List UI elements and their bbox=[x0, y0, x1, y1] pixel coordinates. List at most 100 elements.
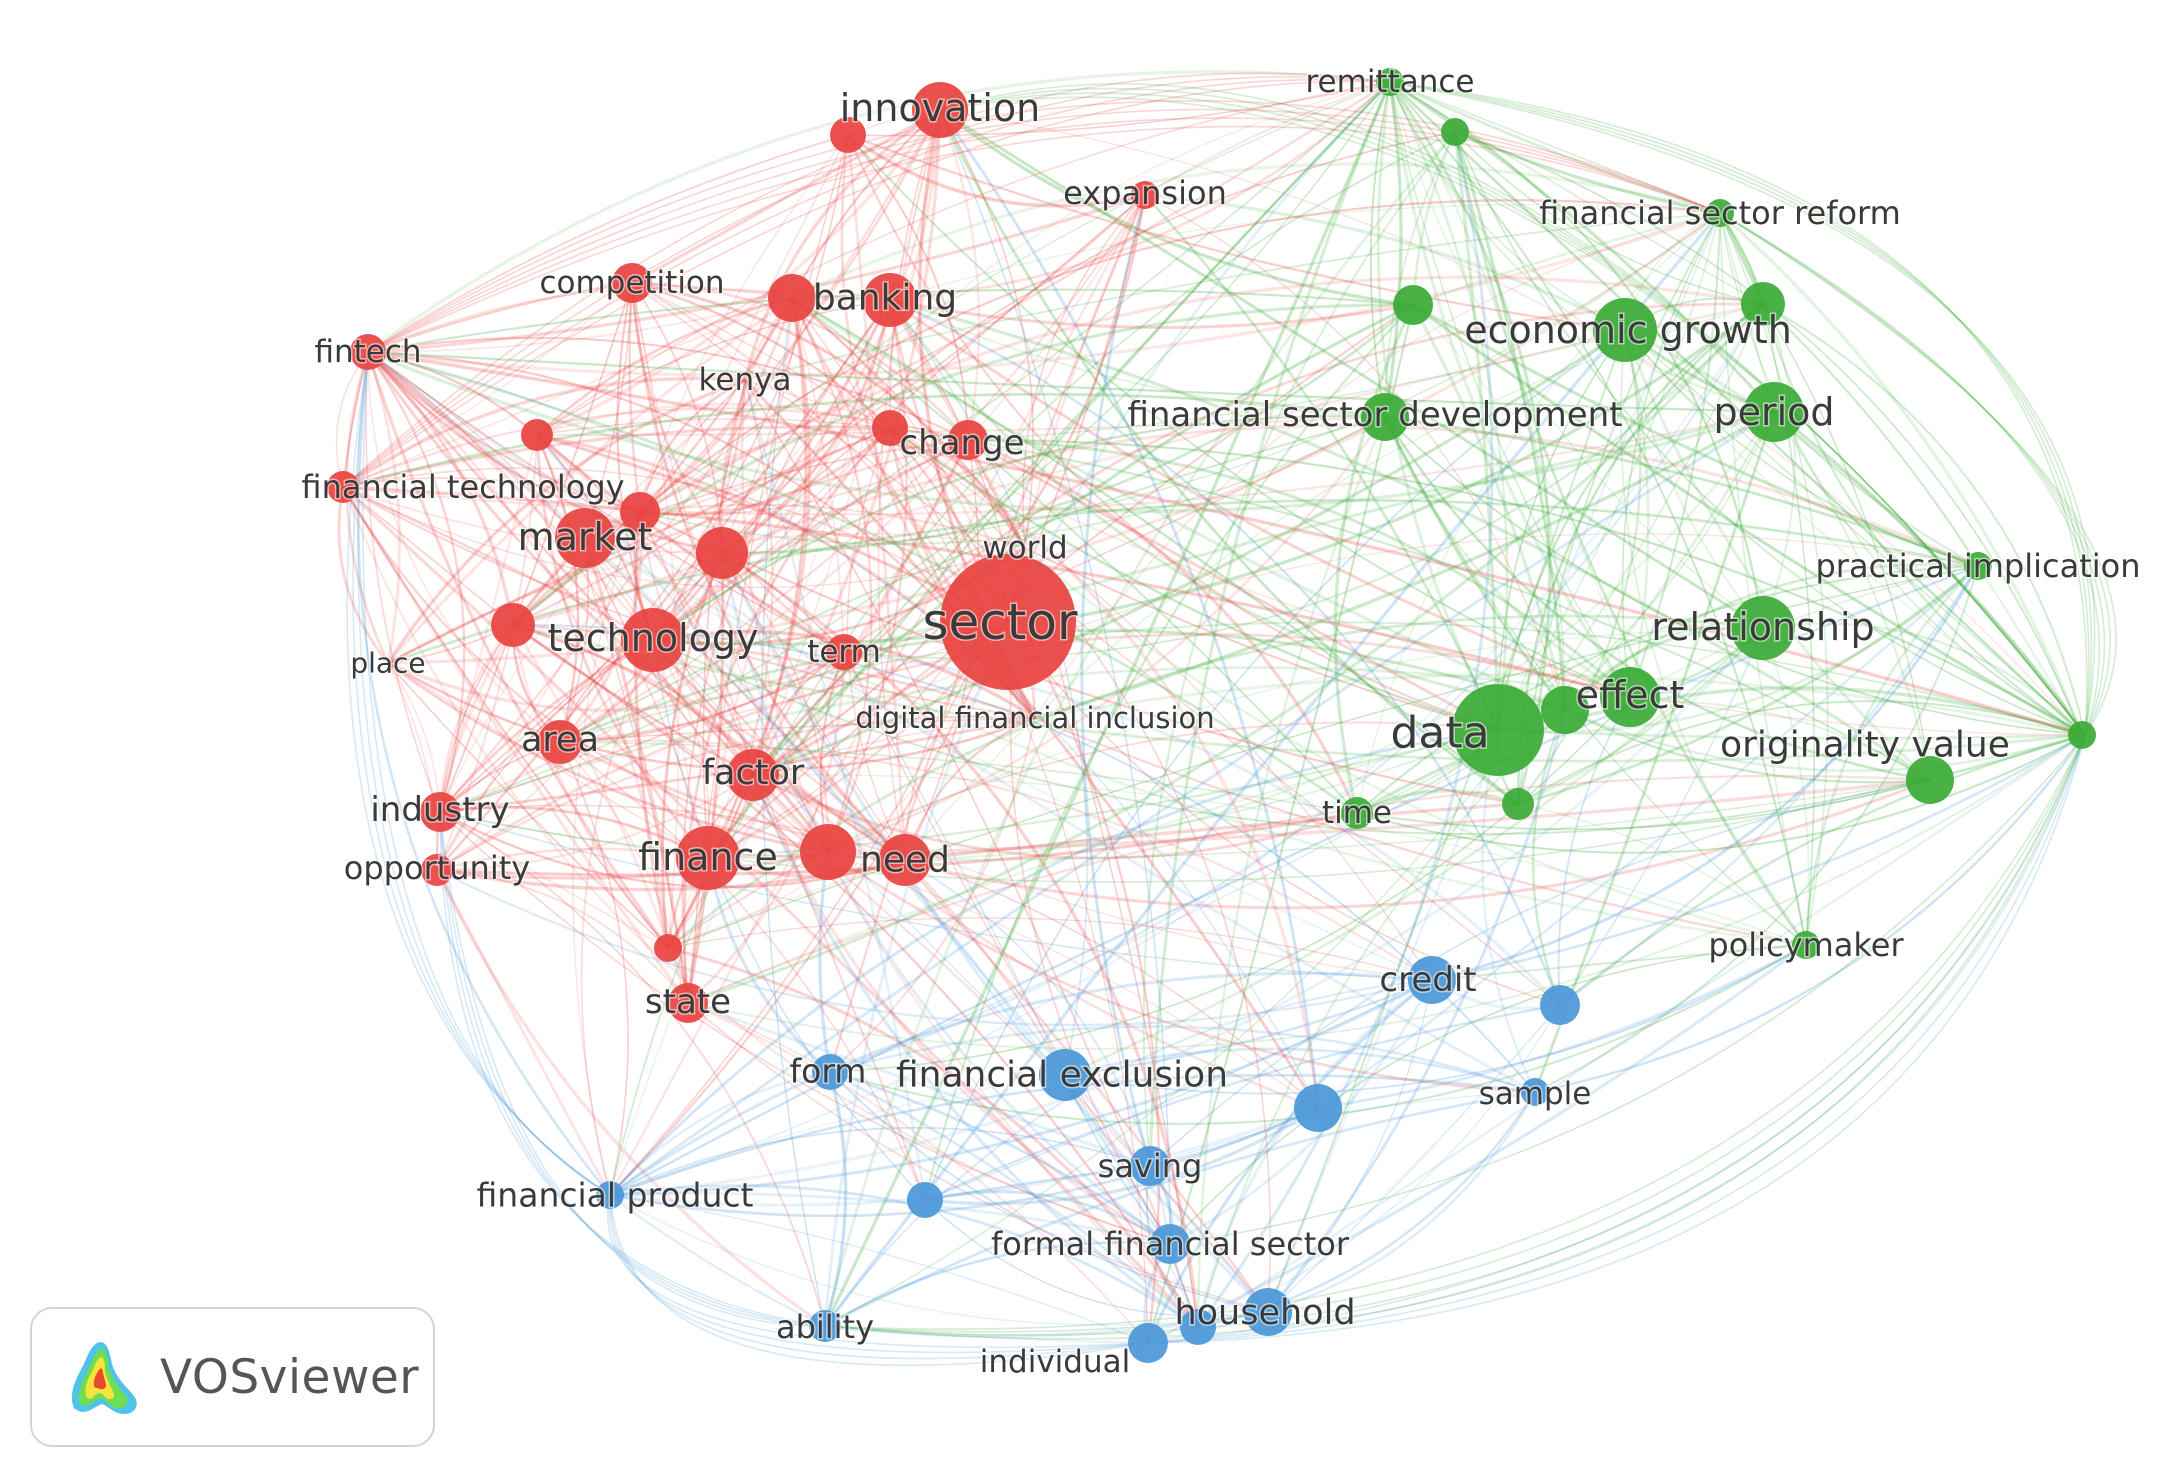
node-label-sector[interactable]: sector bbox=[921, 592, 1079, 653]
node-bubble-effect[interactable] bbox=[1600, 667, 1660, 727]
node-bubble-policymaker[interactable] bbox=[1792, 931, 1820, 959]
node-label-expansion[interactable]: expansion bbox=[1062, 173, 1229, 214]
node-label-innovation[interactable]: innovation bbox=[838, 85, 1042, 132]
node-label-ability[interactable]: ability bbox=[774, 1307, 875, 1348]
network-node-bubble[interactable] bbox=[1294, 1084, 1342, 1132]
node-label-area[interactable]: area bbox=[519, 719, 600, 762]
node-label-financial-product[interactable]: financial product bbox=[475, 1174, 755, 1216]
node-label-kenya[interactable]: kenya bbox=[697, 361, 793, 400]
node-label-need[interactable]: need bbox=[859, 838, 952, 882]
node-label-change[interactable]: change bbox=[898, 422, 1026, 465]
node-bubble-period[interactable] bbox=[1744, 382, 1804, 442]
node-bubble-financial-exclusion[interactable] bbox=[1039, 1049, 1091, 1101]
node-bubble-area[interactable] bbox=[538, 720, 582, 764]
node-label-place[interactable]: place bbox=[349, 645, 427, 681]
network-node-bubble[interactable] bbox=[696, 527, 748, 579]
node-bubble-ability[interactable] bbox=[809, 1310, 841, 1342]
node-label-formal-financial-sector[interactable]: formal financial sector bbox=[990, 1224, 1352, 1265]
network-node-bubble[interactable] bbox=[1541, 686, 1589, 734]
network-node-bubble[interactable] bbox=[800, 824, 856, 880]
network-node-bubble[interactable] bbox=[1540, 985, 1580, 1025]
node-label-world[interactable]: world bbox=[981, 529, 1069, 568]
node-bubble-fintech[interactable] bbox=[350, 334, 386, 370]
node-label-financial-sector-development[interactable]: financial sector development bbox=[1126, 394, 1624, 437]
node-bubble-formal-financial-sector[interactable] bbox=[1150, 1224, 1190, 1264]
node-bubble-banking[interactable] bbox=[863, 273, 917, 327]
node-label-digital-financial-inclusion[interactable]: digital financial inclusion bbox=[854, 700, 1216, 737]
node-label-originality-value[interactable]: originality value bbox=[1719, 723, 2012, 767]
network-node-bubble[interactable] bbox=[907, 1182, 943, 1218]
node-label-individual[interactable]: individual bbox=[978, 1343, 1131, 1382]
node-bubble-term[interactable] bbox=[826, 634, 862, 670]
node-bubble-market[interactable] bbox=[555, 508, 615, 568]
node-bubble-sector[interactable] bbox=[940, 554, 1076, 690]
node-label-remittance[interactable]: remittance bbox=[1304, 63, 1476, 102]
network-node-bubble[interactable] bbox=[1741, 282, 1785, 326]
node-bubble-financial-product[interactable] bbox=[596, 1181, 624, 1209]
node-label-saving[interactable]: saving bbox=[1096, 1146, 1204, 1187]
node-label-financial-sector-reform[interactable]: financial sector reform bbox=[1538, 193, 1903, 234]
node-bubble-financial-technology[interactable] bbox=[327, 471, 359, 503]
node-bubble-economic-growth[interactable] bbox=[1593, 298, 1657, 362]
node-bubble-financial-sector-reform[interactable] bbox=[1706, 199, 1734, 227]
node-bubble-practical-implication[interactable] bbox=[1964, 552, 1992, 580]
node-label-household[interactable]: household bbox=[1173, 1292, 1357, 1335]
node-bubble-saving[interactable] bbox=[1130, 1146, 1170, 1186]
node-bubble-form[interactable] bbox=[812, 1054, 848, 1090]
node-label-competition[interactable]: competition bbox=[538, 264, 726, 303]
node-bubble-change[interactable] bbox=[948, 420, 988, 460]
node-bubble-relationship[interactable] bbox=[1731, 596, 1795, 660]
node-bubble-sample[interactable] bbox=[1521, 1078, 1549, 1106]
network-node-bubble[interactable] bbox=[1393, 285, 1433, 325]
network-node-bubble[interactable] bbox=[768, 274, 816, 322]
node-label-economic-growth[interactable]: economic growth bbox=[1463, 307, 1794, 354]
node-bubble-originality-value[interactable] bbox=[1906, 756, 1954, 804]
node-bubble-household[interactable] bbox=[1244, 1288, 1292, 1336]
node-label-sample[interactable]: sample bbox=[1477, 1075, 1593, 1114]
node-label-factor[interactable]: factor bbox=[700, 752, 806, 795]
node-label-financial-technology[interactable]: financial technology bbox=[300, 467, 626, 508]
node-label-practical-implication[interactable]: practical implication bbox=[1814, 546, 2142, 587]
node-label-policymaker[interactable]: policymaker bbox=[1707, 925, 1906, 966]
network-node-bubble[interactable] bbox=[491, 603, 535, 647]
node-label-term[interactable]: term bbox=[806, 633, 883, 672]
node-label-opportunity[interactable]: opportunity bbox=[342, 848, 531, 889]
node-label-fintech[interactable]: fintech bbox=[313, 333, 423, 372]
node-label-relationship[interactable]: relationship bbox=[1650, 604, 1876, 651]
node-label-financial-exclusion[interactable]: financial exclusion bbox=[894, 1053, 1229, 1097]
node-bubble-industry[interactable] bbox=[420, 792, 460, 832]
network-node-bubble[interactable] bbox=[830, 117, 866, 153]
node-label-market[interactable]: market bbox=[516, 514, 654, 561]
node-bubble-data[interactable] bbox=[1452, 684, 1544, 776]
network-node-bubble[interactable] bbox=[1441, 118, 1469, 146]
network-node-bubble[interactable] bbox=[1502, 788, 1534, 820]
node-label-state[interactable]: state bbox=[643, 981, 732, 1024]
node-bubble-financial-sector-development[interactable] bbox=[1361, 393, 1409, 441]
node-bubble-remittance[interactable] bbox=[1376, 68, 1404, 96]
network-node-bubble[interactable] bbox=[620, 492, 660, 532]
node-label-time[interactable]: time bbox=[1320, 794, 1393, 833]
node-bubble-time[interactable] bbox=[1341, 797, 1373, 829]
node-label-banking[interactable]: banking bbox=[811, 276, 958, 320]
network-node-bubble[interactable] bbox=[521, 419, 553, 451]
node-label-finance[interactable]: finance bbox=[637, 834, 780, 881]
node-label-industry[interactable]: industry bbox=[369, 789, 511, 832]
node-label-data[interactable]: data bbox=[1389, 706, 1491, 760]
node-bubble-credit[interactable] bbox=[1408, 956, 1456, 1004]
network-node-bubble[interactable] bbox=[2068, 721, 2096, 749]
node-label-technology[interactable]: technology bbox=[546, 615, 760, 662]
node-bubble-finance[interactable] bbox=[676, 826, 740, 890]
node-bubble-individual[interactable] bbox=[1128, 1323, 1168, 1363]
node-label-effect[interactable]: effect bbox=[1574, 672, 1686, 719]
network-node-bubble[interactable] bbox=[1180, 1309, 1216, 1345]
node-bubble-innovation[interactable] bbox=[912, 82, 968, 138]
network-node-bubble[interactable] bbox=[872, 410, 908, 446]
node-label-credit[interactable]: credit bbox=[1378, 959, 1478, 1002]
node-label-period[interactable]: period bbox=[1712, 389, 1836, 436]
node-bubble-state[interactable] bbox=[668, 983, 708, 1023]
node-bubble-factor[interactable] bbox=[727, 749, 779, 801]
node-label-form[interactable]: form bbox=[788, 1050, 868, 1092]
node-bubble-need[interactable] bbox=[879, 834, 931, 886]
node-bubble-expansion[interactable] bbox=[1131, 181, 1159, 209]
